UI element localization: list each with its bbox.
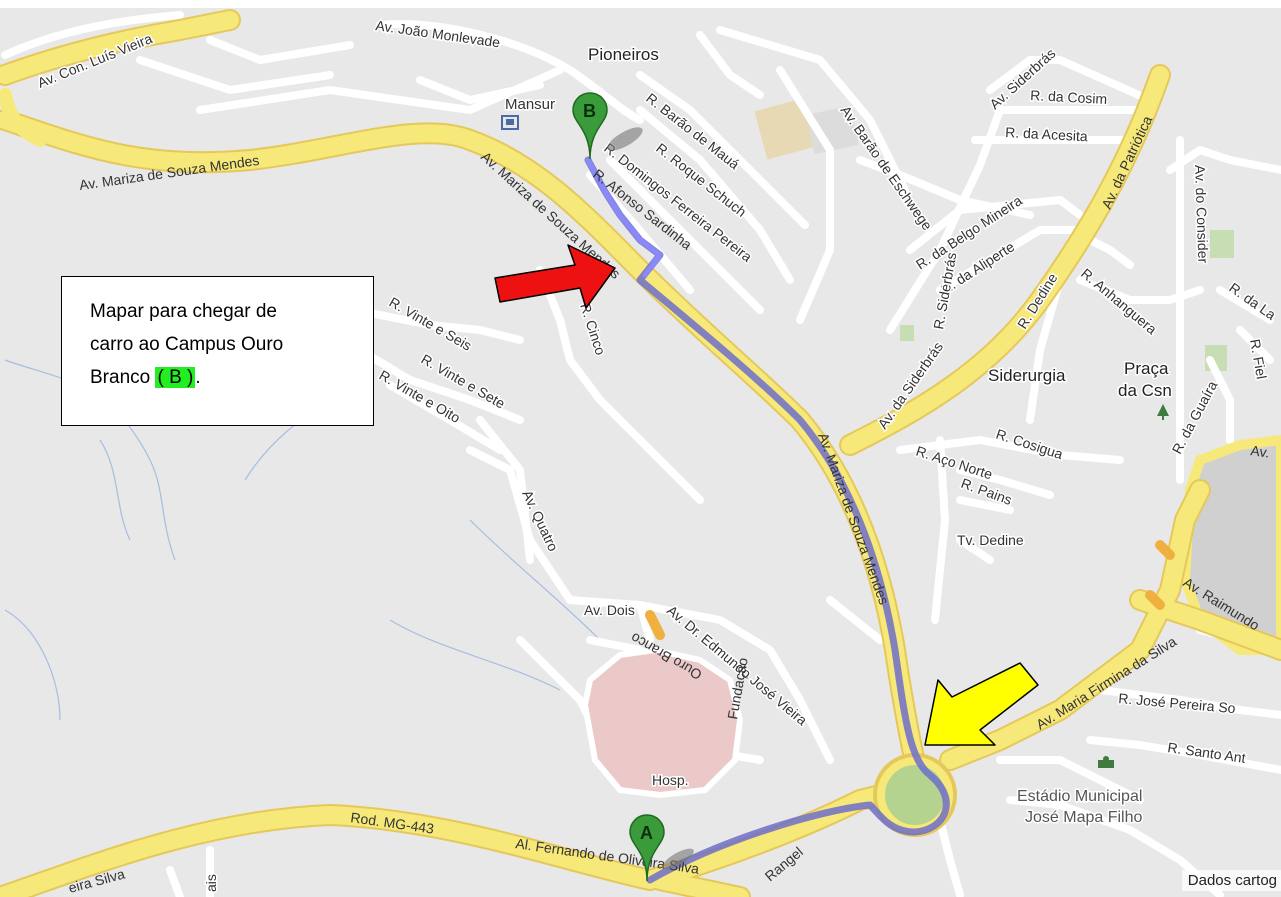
map-canvas[interactable]: Av. Con. Luís Vieira Av. João Monlevade …: [0, 8, 1281, 897]
annotation-note: Mapar para chegar de carro ao Campus Our…: [61, 276, 374, 426]
yellow-arrow-icon: [924, 662, 1039, 746]
place-label-estadio-2: José Mapa Filho: [1025, 809, 1142, 826]
place-labels: Pioneiros Mansur Siderurgia Praça da Csn…: [504, 44, 1174, 828]
street-label: Av.: [1250, 442, 1271, 460]
major-roads: [0, 9, 1281, 897]
street-label: R. da Acesita: [1005, 124, 1088, 144]
note-line-3: Branco ( B ).: [90, 361, 359, 394]
marker-b-letter: B: [583, 101, 596, 121]
note-line-3-suffix: .: [195, 367, 201, 388]
marker-a[interactable]: A: [629, 814, 697, 882]
street-label: ais: [203, 874, 219, 892]
note-line-2: carro ao Campus Ouro: [90, 334, 284, 355]
place-label-pioneiros: Pioneiros: [588, 45, 659, 64]
place-label-praca-2: da Csn: [1118, 381, 1172, 400]
stadium-icon: [1098, 756, 1114, 768]
streams: [4, 359, 601, 721]
route-line: [584, 156, 950, 884]
marker-b[interactable]: B: [572, 92, 646, 160]
place-label-praca: Praça: [1124, 359, 1169, 378]
minor-roads: [1, 11, 1281, 897]
street-label: Av. do Consider: [1192, 165, 1211, 264]
place-label-mansur: Mansur: [505, 96, 555, 113]
street-label: Hosp.: [652, 772, 689, 788]
note-line-3-prefix: Branco: [90, 367, 156, 388]
street-label: Av. Dois: [584, 602, 635, 618]
note-highlight-b: ( B ): [155, 367, 196, 388]
place-label-siderurgia: Siderurgia: [988, 366, 1066, 385]
street-label: R. da Cosim: [1030, 87, 1108, 107]
tree-icon: [1157, 404, 1169, 420]
hospital-area: [581, 646, 744, 799]
note-line-1: Mapar para chegar de: [90, 301, 277, 322]
red-arrow-icon: [494, 244, 616, 309]
marker-a-letter: A: [640, 823, 653, 843]
map-attribution[interactable]: Dados cartog: [1181, 870, 1281, 891]
street-label: Tv. Dedine: [957, 532, 1024, 548]
place-label-estadio: Estádio Municipal: [1017, 788, 1142, 805]
building-icon: [501, 115, 519, 130]
